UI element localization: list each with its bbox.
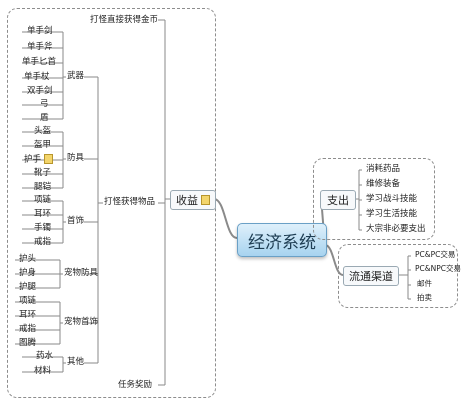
items-label: 打怪获得物品 [104,197,156,207]
armor-item: 头盔 [34,126,52,136]
weapon-item: 单手杖 [24,72,50,82]
central-node: 经济系统 [237,223,327,257]
connector-curve [213,198,238,239]
circulation-boundary [338,244,458,308]
expense-item: 维修装备 [366,179,401,189]
circulation-item: PC&PC交易 [415,250,456,259]
armor-item: 盔甲 [34,140,52,150]
armor-item: 靴子 [34,168,52,178]
pet-armor-item: 护身 [19,268,37,278]
circulation-item: PC&NPC交易 [415,264,461,273]
income-top-label: 打怪直接获得金币 [90,15,159,25]
note-icon [44,154,54,164]
circulation-node: 流通渠道 [343,266,399,286]
pet-armor-label: 宠物防具 [64,268,99,278]
jewelry-item: 项链 [34,195,52,205]
weapon-item: 双手剑 [27,86,53,96]
jewelry-item: 戒指 [34,237,52,247]
expense-item: 学习生活技能 [366,209,418,219]
weapon-item: 盾 [40,113,49,123]
connector-curve [324,244,344,276]
jewelry-label: 首饰 [67,216,85,226]
pet-armor-item: 护头 [19,254,37,264]
armor-item: 护手 [22,154,55,165]
pet-jewelry-item: 项链 [19,296,37,306]
expense-item: 大宗非必要支出 [366,224,426,234]
expense-boundary [313,158,435,240]
weapon-item: 单手斧 [27,42,53,52]
pet-jewelry-item: 图腾 [19,338,37,348]
pet-jewelry-item: 戒指 [19,324,37,334]
weapon-item: 单手剑 [27,26,53,36]
expense-node: 支出 [320,190,356,210]
other-item: 材料 [34,366,52,376]
jewelry-item: 手镯 [34,223,52,233]
expense-item: 学习战斗技能 [366,194,418,204]
expense-item: 消耗药品 [366,164,401,174]
jewelry-item: 耳环 [34,209,52,219]
circulation-item: 拍卖 [417,293,432,302]
income-node: 收益 [170,190,216,210]
other-label: 其他 [67,357,85,367]
circulation-item: 邮件 [417,279,432,288]
income-label: 收益 [176,194,198,207]
income-bottom-label: 任务奖励 [118,380,153,390]
pet-jewelry-label: 宠物首饰 [64,317,99,327]
armor-item-label: 护手 [24,154,42,165]
pet-jewelry-item: 耳环 [19,310,37,320]
other-item: 药水 [36,351,54,361]
weapons-label: 武器 [67,71,85,81]
armor-label: 防具 [67,153,85,163]
weapon-item: 弓 [40,99,49,109]
pet-armor-item: 护腿 [19,282,37,292]
note-icon [201,195,210,205]
armor-item: 腿铠 [34,182,52,192]
weapon-item: 单手匕首 [22,57,57,67]
